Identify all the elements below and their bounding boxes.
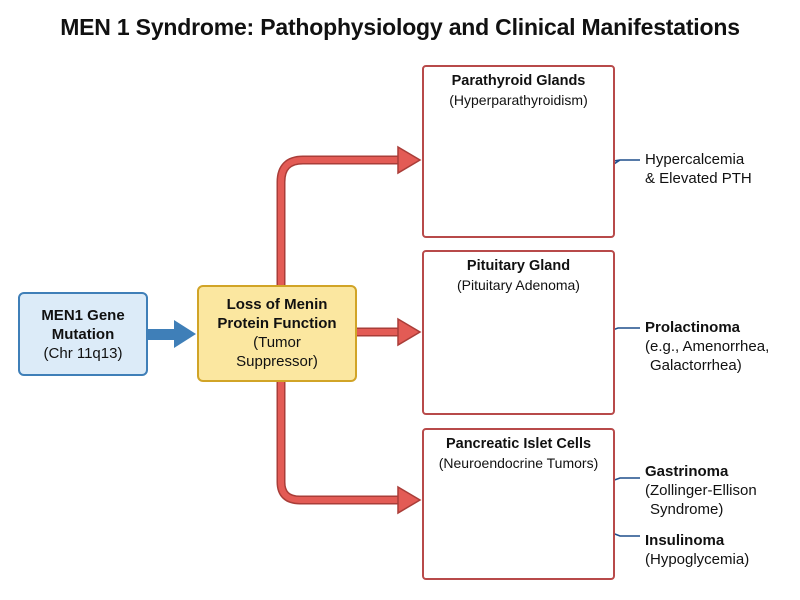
- arrowhead-parathyroid: [397, 145, 422, 175]
- pituitary-box: Pituitary Gland (Pituitary Adenoma): [422, 250, 615, 415]
- manifestation-line: Galactorrhea): [650, 357, 742, 374]
- menin-box-line3: (Tumor: [253, 334, 301, 351]
- pancreas-subtitle: (Neuroendocrine Tumors): [438, 455, 599, 471]
- diagram-title: MEN 1 Syndrome: Pathophysiology and Clin…: [60, 14, 740, 40]
- manifestation-line: (Hypoglycemia): [645, 551, 750, 568]
- insulinoma-label: Insulinoma: [645, 532, 725, 549]
- pituitary-manifestation: Prolactinoma (e.g., Amenorrhea, Galactor…: [645, 318, 769, 375]
- branch-arrows: [276, 155, 405, 505]
- gene-mutation-box: MEN1 Gene Mutation (Chr 11q13): [18, 292, 148, 376]
- menin-box-line2: Protein Function: [217, 315, 337, 332]
- pituitary-title: Pituitary Gland: [466, 258, 571, 274]
- menin-loss-box: Loss of Menin Protein Function (Tumor Su…: [197, 285, 357, 382]
- menin-box-line1: Loss of Menin: [226, 296, 328, 313]
- manifestation-line: & Elevated PTH: [645, 170, 752, 187]
- gene-to-menin-arrow: [148, 320, 196, 348]
- manifestation-line: Syndrome): [650, 501, 724, 518]
- manifestation-line: (e.g., Amenorrhea,: [645, 338, 770, 355]
- gastrinoma-label: Gastrinoma: [645, 463, 729, 480]
- parathyroid-manifestation: Hypercalcemia & Elevated PTH: [645, 150, 752, 188]
- gene-box-line2: Mutation: [51, 326, 115, 343]
- pancreas-title: Pancreatic Islet Cells: [445, 436, 592, 452]
- gene-box-line3: (Chr 11q13): [43, 345, 123, 362]
- parathyroid-title: Parathyroid Glands: [451, 73, 586, 89]
- insulinoma-manifestation: Insulinoma (Hypoglycemia): [645, 531, 749, 569]
- arrowhead-pancreas: [397, 485, 422, 515]
- gene-box-line1: MEN1 Gene: [41, 307, 125, 324]
- prolactinoma-label: Prolactinoma: [645, 319, 741, 336]
- arrowhead-pituitary: [397, 317, 422, 347]
- pancreas-box: Pancreatic Islet Cells (Neuroendocrine T…: [422, 428, 615, 580]
- pituitary-subtitle: (Pituitary Adenoma): [457, 277, 580, 293]
- parathyroid-box: Parathyroid Glands (Hyperparathyroidism): [422, 65, 615, 238]
- manifestation-line: Hypercalcemia: [645, 151, 745, 168]
- parathyroid-subtitle: (Hyperparathyroidism): [449, 92, 588, 108]
- manifestation-line: (Zollinger-Ellison: [645, 482, 757, 499]
- menin-box-line4: Suppressor): [236, 353, 318, 370]
- gastrinoma-manifestation: Gastrinoma (Zollinger-Ellison Syndrome): [645, 462, 757, 519]
